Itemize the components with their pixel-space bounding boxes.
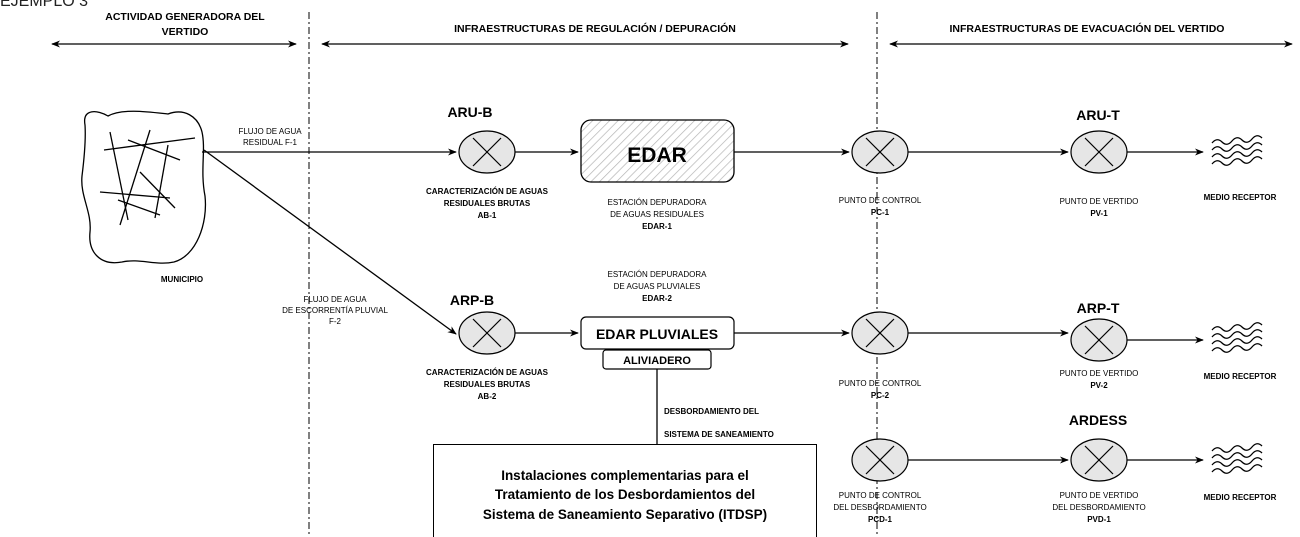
row1-sample-desc1: CARACTERIZACIÓN DE AGUAS (426, 187, 549, 196)
edar-pluviales-label: EDAR PLUVIALES (596, 326, 718, 342)
itdsp-box: Instalaciones complementarias para el Tr… (433, 444, 817, 537)
section-headers: ACTIVIDAD GENERADORA DEL VERTIDO INFRAES… (51, 11, 1293, 48)
pvd1-desc1: PUNTO DE VERTIDO (1060, 491, 1139, 500)
pv1-desc2: PV-1 (1090, 209, 1108, 218)
pv2-desc2: PV-2 (1090, 381, 1108, 390)
row3-receptor-label: MEDIO RECEPTOR (1204, 493, 1277, 502)
edar2-desc1: ESTACIÓN DEPURADORA (608, 270, 708, 279)
overflow-desc1: DESBORDAMIENTO DEL (664, 407, 759, 416)
row2-sample-code: ARP-B (450, 292, 494, 308)
pcd1-desc2: DEL DESBORDAMIENTO (833, 503, 926, 512)
pv2-desc1: PUNTO DE VERTIDO (1060, 369, 1139, 378)
row2-sample-desc3: AB-2 (478, 392, 497, 401)
itdsp-line2: Tratamiento de los Desbordamientos del (494, 487, 756, 503)
edar2-desc3: EDAR-2 (642, 294, 672, 303)
page-label: EJEMPLO 3 (0, 0, 89, 10)
edar1-desc2: DE AGUAS RESIDUALES (610, 210, 704, 219)
row3-discharge-code: ARDESS (1069, 412, 1127, 428)
pv2-discharge-point-icon (1070, 318, 1128, 362)
row1-sample-desc2: RESIDUALES BRUTAS (444, 199, 531, 208)
row2-receptor-waves-icon (1211, 322, 1263, 353)
row2-sample-desc1: CARACTERIZACIÓN DE AGUAS (426, 368, 549, 377)
row1-receptor-waves-icon (1211, 135, 1263, 166)
pv1-desc1: PUNTO DE VERTIDO (1060, 197, 1139, 206)
flow-f2-label-line3: F-2 (329, 317, 342, 326)
header-evacuation: INFRAESTRUCTURAS DE EVACUACIÓN DEL VERTI… (950, 22, 1225, 35)
pc2-control-point-icon (851, 311, 909, 355)
row1-discharge-code: ARU-T (1076, 107, 1120, 123)
row2-receptor-label: MEDIO RECEPTOR (1204, 372, 1277, 381)
row3-receptor-waves-icon (1211, 443, 1263, 474)
row1-sample-code: ARU-B (447, 104, 492, 120)
pc2-desc1: PUNTO DE CONTROL (839, 379, 922, 388)
edar1-desc3: EDAR-1 (642, 222, 672, 231)
overflow-desc2: SISTEMA DE SANEAMIENTO (664, 430, 774, 439)
row1-sample-point-icon (458, 130, 516, 174)
itdsp-line1: Instalaciones complementarias para el (501, 467, 749, 483)
flow-f1-label-line1: FLUJO DE AGUA (238, 127, 302, 136)
aliviadero-label: ALIVIADERO (623, 355, 691, 367)
pvd1-discharge-point-icon (1070, 438, 1128, 482)
row1-receptor-label: MEDIO RECEPTOR (1204, 193, 1277, 202)
pvd1-desc3: PVD-1 (1087, 515, 1111, 524)
municipio-icon (81, 110, 207, 264)
row2-discharge-code: ARP-T (1077, 300, 1120, 316)
pc2-desc2: PC-2 (871, 391, 890, 400)
pv1-discharge-point-icon (1070, 130, 1128, 174)
flow-f2-label-line1: FLUJO DE AGUA (303, 295, 367, 304)
pcd1-desc1: PUNTO DE CONTROL (839, 491, 922, 500)
pvd1-desc2: DEL DESBORDAMIENTO (1052, 503, 1145, 512)
edar-label: EDAR (627, 144, 687, 167)
itdsp-line3: Sistema de Saneamiento Separativo (ITDSP… (482, 506, 768, 522)
header-activity-line2: VERTIDO (162, 26, 209, 38)
row2-sample-desc2: RESIDUALES BRUTAS (444, 380, 531, 389)
edar1-desc1: ESTACIÓN DEPURADORA (608, 198, 708, 207)
row2-sample-point-icon (458, 311, 516, 355)
pc1-control-point-icon (851, 130, 909, 174)
row1-sample-desc3: AB-1 (478, 211, 497, 220)
flow-f1-label-line2: RESIDUAL F-1 (243, 138, 297, 147)
header-activity-line1: ACTIVIDAD GENERADORA DEL (105, 11, 265, 23)
edar2-desc2: DE AGUAS PLUVIALES (614, 282, 701, 291)
municipio-label: MUNICIPIO (161, 275, 203, 284)
pc1-desc2: PC-1 (871, 208, 890, 217)
pc1-desc1: PUNTO DE CONTROL (839, 196, 922, 205)
edar-box (580, 119, 735, 183)
pcd1-control-point-icon (851, 438, 909, 482)
pcd1-desc3: PCD-1 (868, 515, 893, 524)
flow-f2-label-line2: DE ESCORRENTÍA PLUVIAL (282, 306, 388, 315)
header-regulation: INFRAESTRUCTURAS DE REGULACIÓN / DEPURAC… (454, 22, 736, 35)
flow-f2-arrow (203, 149, 457, 335)
